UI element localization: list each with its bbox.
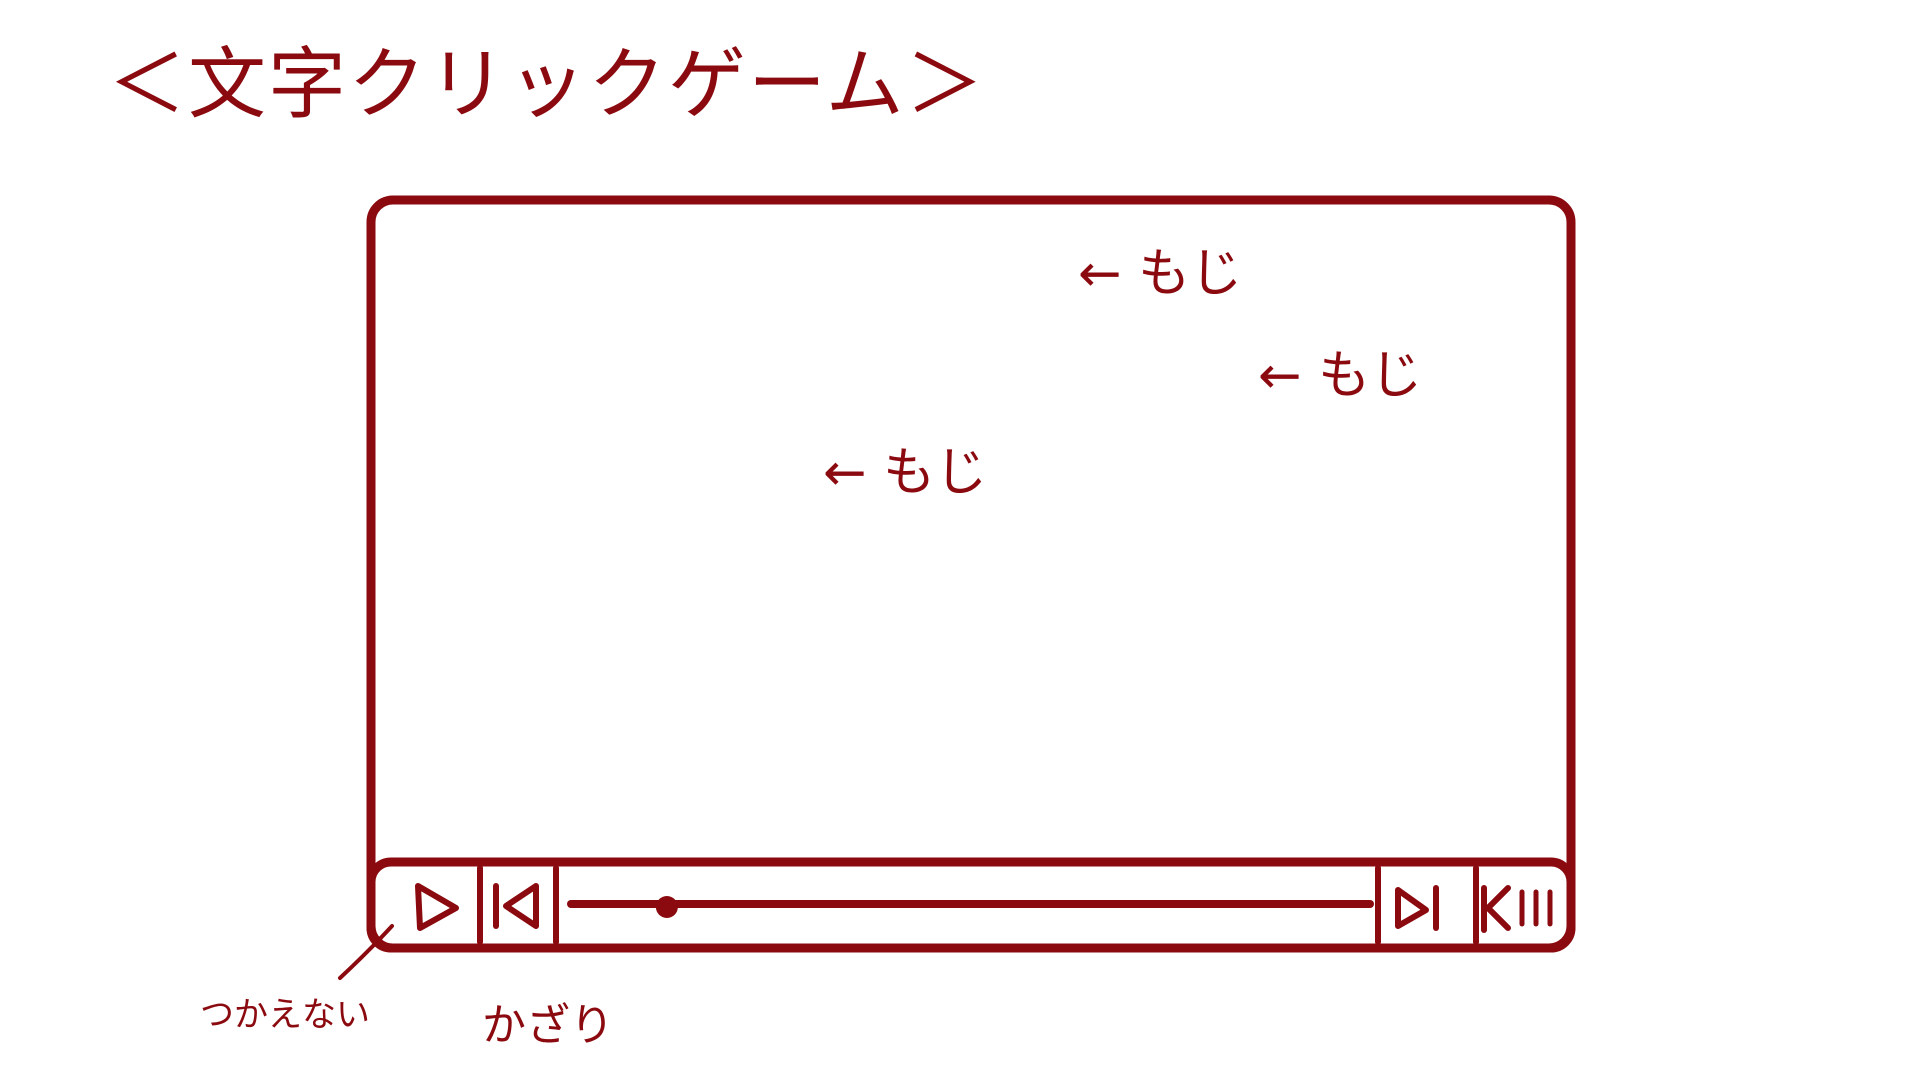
volume-icon xyxy=(1481,885,1553,933)
flowing-comment[interactable]: ← もじ xyxy=(1078,248,1242,300)
skip-forward-icon xyxy=(1395,885,1439,931)
skip-back-button[interactable] xyxy=(482,866,554,944)
comment-text: もじ xyxy=(1138,244,1243,304)
flowing-comment[interactable]: ← もじ xyxy=(1258,350,1422,402)
progress-slider[interactable] xyxy=(566,888,1374,922)
flowing-comment[interactable]: ← もじ xyxy=(823,447,987,499)
skip-back-icon xyxy=(493,883,539,929)
video-frame xyxy=(366,195,1576,953)
skip-forward-button[interactable] xyxy=(1380,866,1474,944)
comment-arrow: ← xyxy=(1078,244,1122,304)
comment-arrow: ← xyxy=(823,443,867,503)
note-unusable: つかえない xyxy=(200,995,370,1035)
comment-text: もじ xyxy=(1318,346,1423,406)
volume-button[interactable] xyxy=(1478,866,1566,944)
note-decoration: かざり xyxy=(482,1000,614,1051)
control-bar xyxy=(366,857,1576,953)
play-icon xyxy=(415,883,459,931)
note-pointer-line xyxy=(338,924,394,980)
progress-handle xyxy=(655,896,678,918)
comment-arrow: ← xyxy=(1258,346,1302,406)
play-button[interactable] xyxy=(376,866,478,944)
page-title: ＜文字クリックゲーム＞ xyxy=(108,40,986,130)
comment-text: もじ xyxy=(883,443,988,503)
